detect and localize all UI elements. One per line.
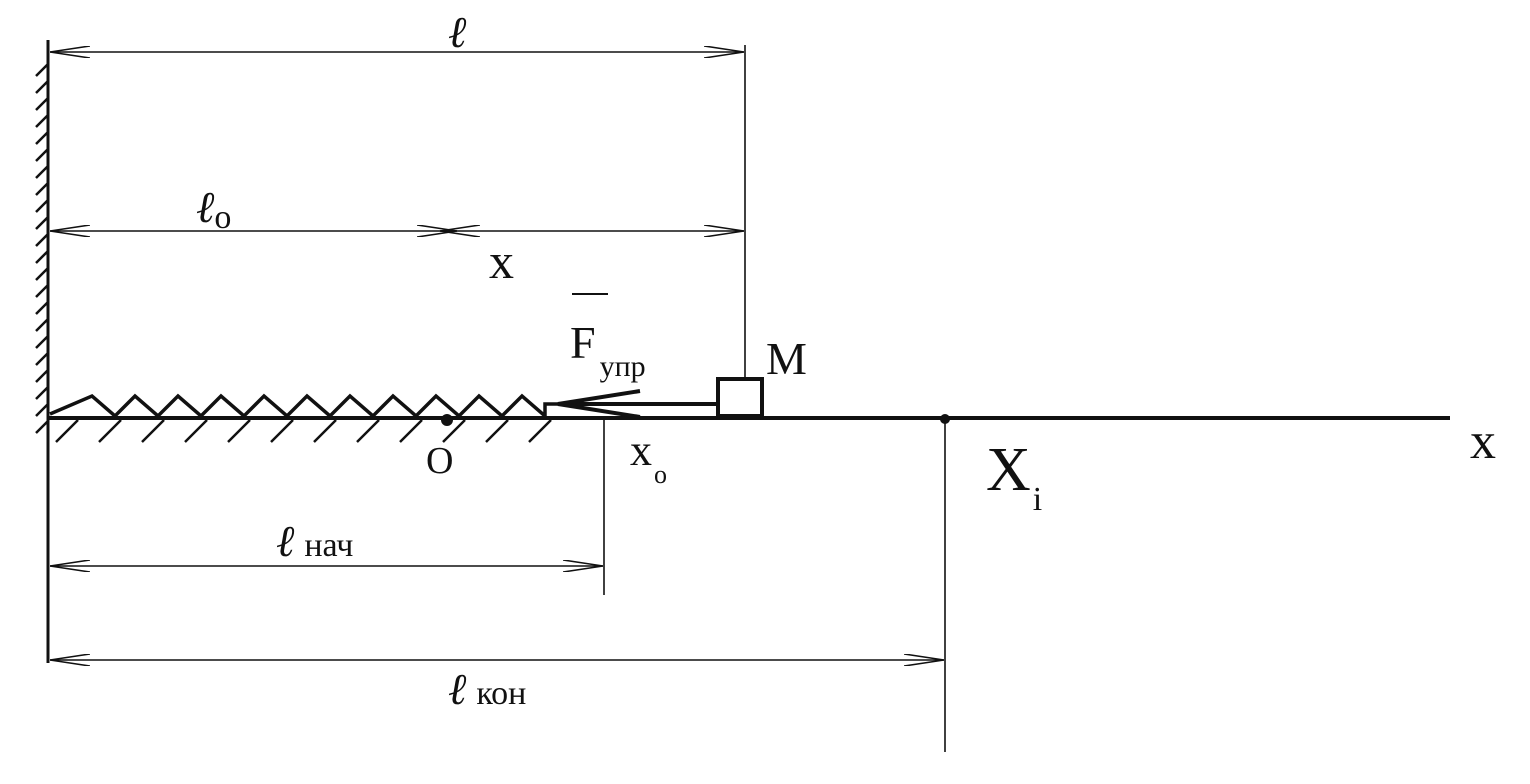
wall-hatch-line: [35, 352, 49, 366]
wall-hatch-line: [35, 148, 49, 162]
wall-hatch-line: [35, 182, 49, 196]
wall-hatch-line: [35, 233, 49, 247]
ground-hatch-line: [98, 419, 122, 443]
ground-hatch-line: [141, 419, 165, 443]
label-x0: xo: [630, 426, 667, 489]
wall-hatch-line: [35, 165, 49, 179]
ground-hatch-line: [227, 419, 251, 443]
extension-lines: [603, 45, 946, 752]
wall-hatch-line: [35, 335, 49, 349]
wall-hatch-line: [35, 63, 49, 77]
wall: [35, 40, 50, 663]
ground-hatch-line: [270, 419, 294, 443]
wall-hatch-line: [35, 250, 49, 264]
ground-hatch-line: [55, 419, 79, 443]
wall-hatch-line: [35, 97, 49, 111]
ground-hatch-line: [399, 419, 423, 443]
wall-hatch-line: [35, 131, 49, 145]
wall-hatch-line: [35, 301, 49, 315]
wall-hatching: [35, 63, 49, 434]
label-l: ℓ: [448, 7, 467, 58]
wall-hatch-line: [35, 199, 49, 213]
label-origin: O: [426, 440, 453, 482]
wall-hatch-line: [35, 114, 49, 128]
label-xi: Xi: [986, 436, 1042, 518]
force-arrow: [557, 389, 718, 419]
wall-hatch-line: [35, 284, 49, 298]
mass-block: [716, 377, 764, 418]
spring: [49, 393, 560, 420]
label-x-dimension: x: [489, 233, 514, 289]
wall-hatch-line: [35, 80, 49, 94]
label-mass: M: [766, 333, 807, 384]
wall-hatch-line: [35, 386, 49, 400]
label-l0: ℓo: [196, 182, 231, 236]
wall-hatch-line: [35, 369, 49, 383]
wall-hatch-line: [35, 216, 49, 230]
wall-hatch-line: [35, 403, 49, 417]
wall-hatch-line: [35, 318, 49, 332]
wall-hatch-line: [35, 420, 49, 434]
dimension-lines: [50, 52, 944, 660]
ground-hatch-line: [313, 419, 337, 443]
label-axis-x: x: [1470, 413, 1496, 470]
origin-point: [441, 414, 453, 426]
ground-hatching: [55, 419, 552, 443]
ground-hatch-line: [485, 419, 509, 443]
ground-hatch-line: [528, 419, 552, 443]
ground-hatch-line: [184, 419, 208, 443]
ground-hatch-line: [356, 419, 380, 443]
ground-hatch-line: [442, 419, 466, 443]
wall-hatch-line: [35, 267, 49, 281]
